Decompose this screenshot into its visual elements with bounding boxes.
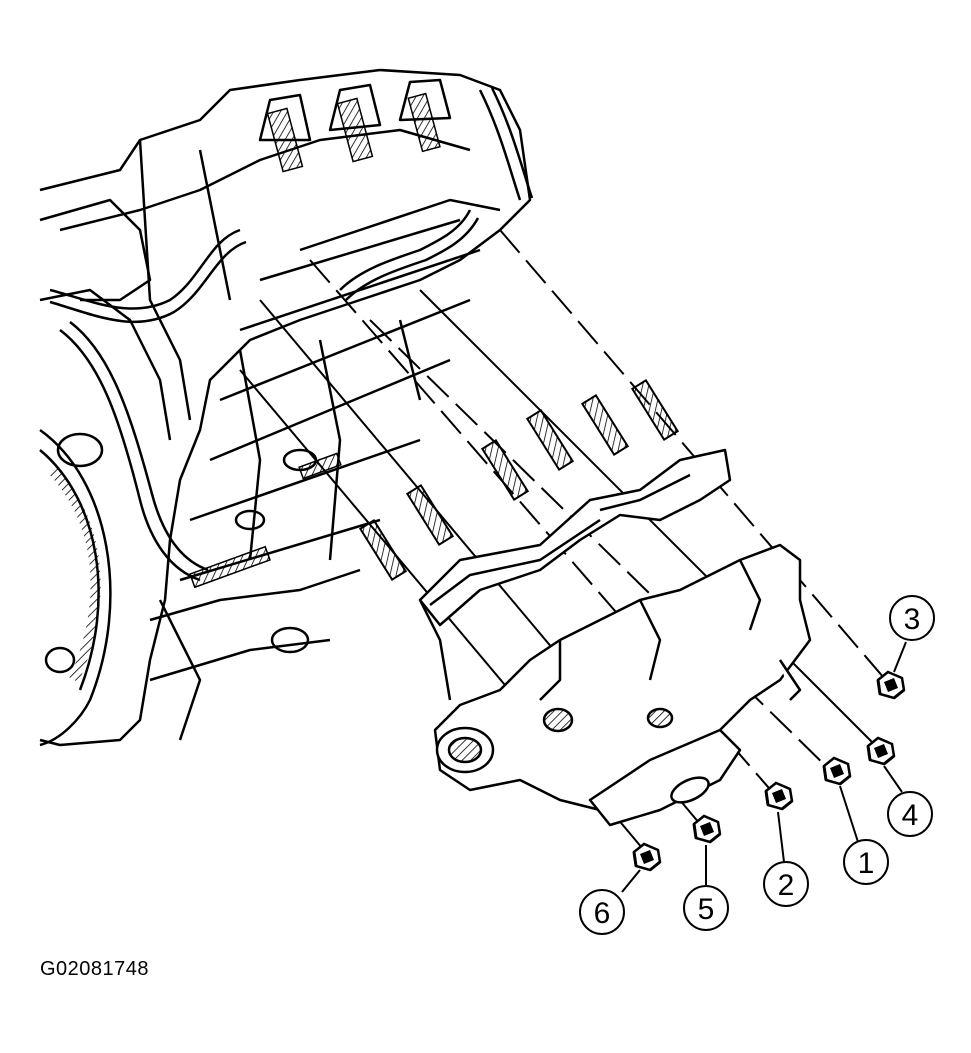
stud-icon bbox=[405, 483, 455, 547]
callout-label: 2 bbox=[778, 869, 795, 902]
callout-2: 2 bbox=[763, 861, 809, 907]
callout-3: 3 bbox=[889, 595, 935, 641]
nut-icon bbox=[632, 842, 662, 872]
leader-lines bbox=[621, 641, 907, 893]
callout-label: 6 bbox=[594, 897, 611, 930]
callout-6: 6 bbox=[579, 889, 625, 935]
flywheel-illustration bbox=[39, 428, 112, 747]
engine-shading bbox=[189, 92, 441, 589]
callout-label: 5 bbox=[698, 893, 715, 926]
stud-icon bbox=[525, 408, 575, 472]
callout-label: 3 bbox=[904, 603, 921, 636]
nut-icon bbox=[692, 814, 722, 844]
figure-id: G02081748 bbox=[40, 958, 150, 980]
callout-4: 4 bbox=[887, 791, 933, 837]
exhaust-manifold-illustration bbox=[418, 543, 812, 827]
callout-label: 4 bbox=[902, 799, 919, 832]
hose-illustration bbox=[49, 87, 534, 582]
nut-icon bbox=[822, 756, 852, 786]
heat-shield-illustration bbox=[418, 448, 732, 627]
callout-label: 1 bbox=[858, 847, 875, 880]
stud-icon bbox=[580, 393, 630, 457]
stud-icon bbox=[358, 518, 408, 582]
stud-icon bbox=[480, 438, 530, 502]
callout-1: 1 bbox=[843, 839, 889, 885]
nut-icon bbox=[764, 781, 794, 811]
callout-5: 5 bbox=[683, 885, 729, 931]
nut-icon bbox=[876, 670, 906, 700]
nut-icon bbox=[866, 736, 896, 766]
